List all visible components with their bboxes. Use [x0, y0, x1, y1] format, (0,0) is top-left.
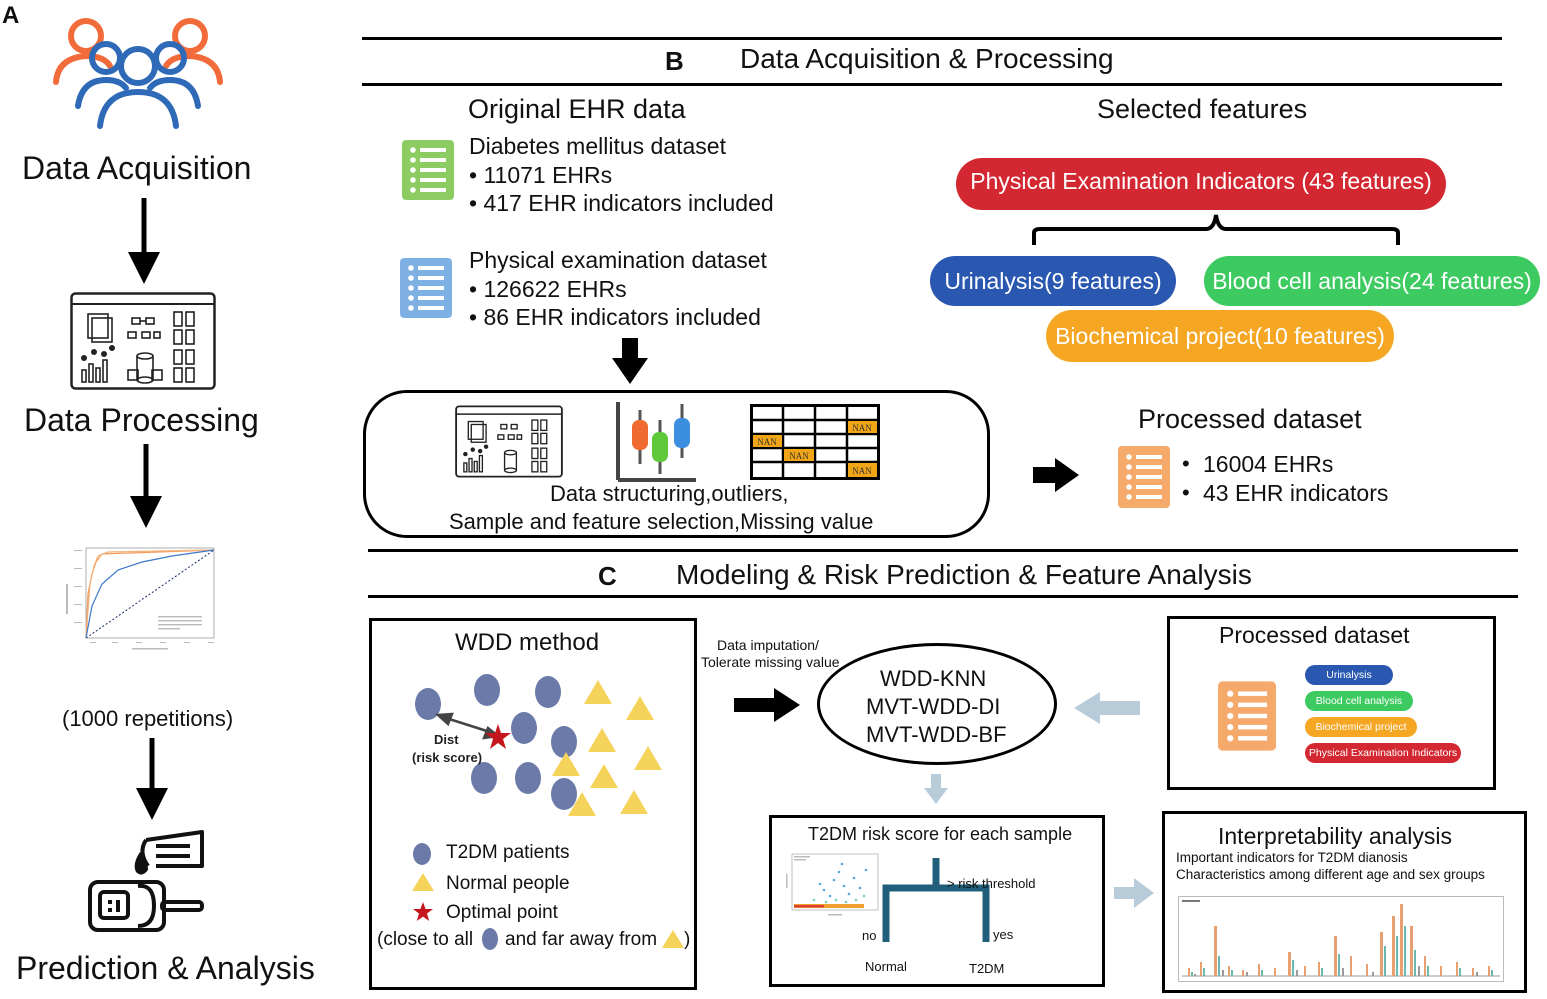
imputation-label: Data imputation/	[717, 637, 819, 653]
feature-pill-physical-examination: Physical Examination Indicators (43 feat…	[956, 158, 1446, 210]
outcome-normal-label: Normal	[865, 959, 907, 974]
wdd-scatter-illustration: Dist (risk score)	[412, 674, 662, 816]
risk-threshold-label: > risk threshold	[947, 876, 1036, 891]
processed-dataset-title: Processed dataset	[1219, 622, 1410, 648]
interpretability-line: Characteristics among different age and …	[1176, 867, 1485, 882]
processed-bullet: •	[1182, 480, 1190, 505]
imputation-label: Tolerate missing value	[701, 654, 840, 670]
step-data-acquisition: Data Acquisition	[22, 150, 252, 186]
physical-bullet: • 126622 EHRs	[469, 276, 627, 302]
data-processing-icon	[455, 405, 563, 478]
processed-dataset-title: Processed dataset	[1138, 404, 1362, 434]
mini-pill-physical-examination: Physical Examination Indicators	[1305, 743, 1461, 763]
feature-pill-urinalysis: Urinalysis(9 features)	[930, 256, 1176, 306]
dist-label: Dist	[434, 732, 459, 747]
model-name: MVT-WDD-BF	[866, 722, 1007, 747]
diabetes-bullet: • 417 EHR indicators included	[469, 190, 774, 216]
panel-a-label: A	[2, 2, 20, 29]
processing-box	[363, 390, 990, 538]
t2dm-patient-legend-icon	[482, 928, 498, 950]
mini-pill-biochemical: Biochemical project	[1305, 717, 1417, 737]
down-arrow-icon	[136, 738, 168, 820]
nan-label: NAN	[789, 451, 809, 461]
diabetes-bullet: • 11071 EHRs	[469, 162, 613, 188]
branch-yes-label: yes	[993, 927, 1014, 942]
mini-pill-blood-cell: Blood cell analysis	[1305, 691, 1413, 711]
decision-tree-icon	[882, 858, 990, 942]
model-name: WDD-KNN	[880, 666, 987, 691]
list-document-icon	[1218, 681, 1276, 751]
importance-bar-thumbnail	[1178, 896, 1504, 982]
panel-c-title: Modeling & Risk Prediction & Feature Ana…	[676, 559, 1252, 590]
wdd-note: )	[684, 929, 691, 950]
list-document-icon	[400, 258, 452, 318]
feature-pill-biochemical: Biochemical project(10 features)	[1046, 310, 1394, 362]
t2dm-patient-legend-icon	[413, 843, 431, 865]
right-arrow-icon	[734, 688, 800, 722]
optimal-point-star-icon	[413, 902, 433, 921]
panel-c-bottom-rule	[368, 595, 1518, 598]
physical-bullet: • 86 EHR indicators included	[469, 304, 761, 330]
original-ehr-title: Original EHR data	[468, 94, 686, 124]
legend-optimal: Optimal point	[446, 902, 558, 923]
normal-people-legend-icon	[412, 873, 434, 891]
wdd-method-box	[369, 618, 697, 990]
physical-dataset-title: Physical examination dataset	[469, 247, 767, 273]
boxplot-outlier-icon	[616, 402, 696, 482]
diabetes-dataset-title: Diabetes mellitus dataset	[469, 133, 726, 159]
panel-b-label: B	[665, 46, 684, 76]
panel-c-label: C	[598, 561, 617, 591]
nan-label: NAN	[757, 437, 777, 447]
models-ellipse	[817, 643, 1057, 765]
outcome-t2dm-label: T2DM	[969, 961, 1005, 976]
selected-features-title: Selected features	[1097, 94, 1308, 124]
roc-curve-icon	[66, 547, 215, 650]
legend-normal: Normal people	[446, 873, 570, 894]
prediction-device-icon	[88, 830, 204, 932]
wdd-method-title: WDD method	[455, 629, 600, 656]
branch-no-label: no	[862, 928, 877, 943]
step-data-processing: Data Processing	[24, 402, 259, 438]
legend-t2dm: T2DM patients	[446, 842, 570, 863]
processed-bullet: •	[1182, 451, 1190, 476]
list-document-icon	[402, 140, 454, 200]
dist-label: (risk score)	[412, 750, 482, 765]
left-arrow-icon	[1074, 692, 1140, 724]
panel-b-bottom-rule	[362, 83, 1502, 86]
normal-people-legend-icon	[662, 930, 684, 948]
data-processing-icon	[70, 292, 216, 390]
right-arrow-icon	[1033, 458, 1079, 492]
down-arrow-icon	[130, 444, 162, 528]
down-arrow-icon	[924, 774, 948, 804]
missing-value-table-icon: NAN NAN NAN NAN	[750, 404, 880, 480]
panel-b-title: Data Acquisition & Processing	[740, 43, 1114, 74]
processed-item: 16004 EHRs	[1203, 451, 1334, 477]
right-arrow-icon	[1114, 878, 1154, 908]
processing-caption: Sample and feature selection,Missing val…	[449, 509, 874, 534]
nan-label: NAN	[852, 466, 872, 476]
down-arrow-icon	[128, 198, 160, 284]
processed-item: 43 EHR indicators	[1203, 480, 1389, 506]
step-prediction-analysis: Prediction & Analysis	[16, 950, 315, 986]
nan-label: NAN	[852, 423, 872, 433]
panel-b-top-rule	[362, 37, 1502, 40]
risk-score-title: T2DM risk score for each sample	[808, 824, 1073, 844]
wdd-note: and far away from	[505, 929, 658, 950]
model-name: MVT-WDD-DI	[866, 694, 1001, 719]
brace-icon	[1032, 214, 1400, 245]
mini-pill-urinalysis: Urinalysis	[1305, 665, 1393, 685]
processing-caption: Data structuring,outliers,	[550, 481, 789, 506]
repetitions-label: (1000 repetitions)	[62, 706, 234, 731]
risk-scatter-thumbnail	[786, 853, 879, 916]
feature-pill-blood-cell: Blood cell analysis(24 features)	[1204, 256, 1540, 306]
panel-c-top-rule	[368, 549, 1518, 552]
interpretability-line: Important indicators for T2DM dianosis	[1176, 850, 1408, 865]
list-document-icon	[1118, 446, 1170, 508]
wdd-note: (close to all	[377, 929, 474, 950]
people-group-icon	[53, 18, 223, 129]
down-arrow-icon	[612, 338, 648, 384]
interpretability-title: Interpretability analysis	[1218, 823, 1452, 849]
